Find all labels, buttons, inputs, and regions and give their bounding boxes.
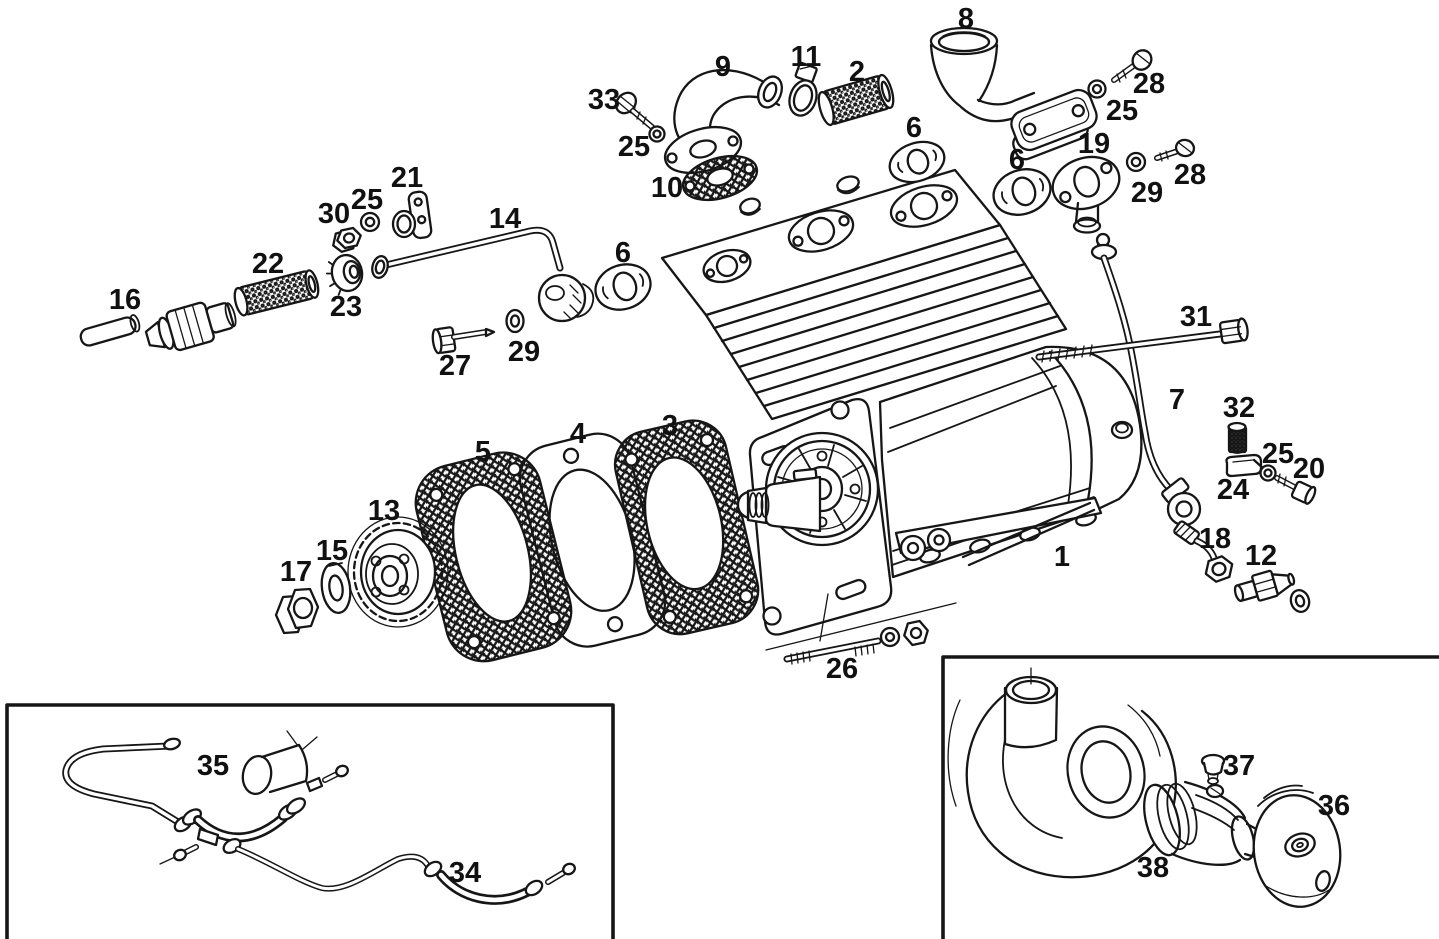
callout-6b: 6 — [906, 112, 922, 144]
callout-6a: 6 — [615, 237, 631, 269]
washer-29a — [505, 308, 525, 334]
callout-29a: 29 — [508, 336, 540, 368]
callout-25b: 25 — [351, 184, 383, 216]
gasket-6b — [888, 140, 946, 184]
callout-24: 24 — [1217, 474, 1249, 506]
hose-22 — [233, 269, 320, 317]
temperature-sensor-16 — [79, 301, 237, 352]
gasket-5 — [414, 451, 573, 663]
callout-17: 17 — [280, 556, 312, 588]
washer-25a — [648, 125, 666, 143]
bolt-27 — [431, 326, 496, 355]
washer-25d — [1259, 464, 1277, 482]
elbow-cap-36 — [1252, 784, 1342, 908]
inset-air-filter — [947, 667, 1342, 908]
pipe-assembly-35 — [62, 730, 349, 843]
callout-5: 5 — [475, 436, 491, 468]
callout-3: 3 — [662, 410, 678, 442]
callout-38: 38 — [1137, 852, 1169, 884]
callout-4: 4 — [570, 418, 586, 450]
gasket-10 — [681, 154, 759, 202]
callout-25d: 25 — [1262, 438, 1294, 470]
callout-32: 32 — [1223, 392, 1255, 424]
callout-12: 12 — [1245, 540, 1277, 572]
washer-25b — [359, 211, 381, 233]
inset-hoses — [62, 730, 576, 905]
fitting-12 — [1233, 569, 1311, 614]
bolt-28b — [1154, 138, 1196, 162]
drive-gear — [347, 516, 449, 628]
filler-elbow-8 — [929, 26, 1098, 161]
callout-27: 27 — [439, 350, 471, 382]
callout-2: 2 — [849, 56, 865, 88]
callout-19: 19 — [1078, 128, 1110, 160]
washer-29b — [1125, 151, 1147, 173]
inset-box-hoses — [5, 703, 615, 939]
callout-23: 23 — [330, 291, 362, 323]
fitting-23 — [325, 253, 364, 296]
sump-flange — [894, 496, 1103, 567]
crankshaft — [736, 467, 822, 533]
bolt-33 — [614, 91, 655, 130]
plug-37 — [1200, 753, 1226, 785]
callout-33: 33 — [588, 84, 620, 116]
pipe-assembly-34 — [159, 827, 576, 905]
cylinder-head — [660, 168, 1068, 421]
callout-34: 34 — [449, 857, 481, 889]
head-port-pad — [889, 184, 959, 228]
callout-11: 11 — [791, 41, 822, 73]
crankcase-barrel — [878, 345, 1143, 579]
callout-31: 31 — [1180, 301, 1212, 333]
gasket-6c — [992, 168, 1052, 216]
callout-21: 21 — [391, 162, 423, 194]
callout-28b: 28 — [1174, 159, 1206, 191]
stud-26-group — [765, 593, 957, 665]
outlet-flange-19 — [1051, 155, 1121, 234]
clamp-24 — [1225, 453, 1267, 478]
callout-35: 35 — [197, 750, 229, 782]
callout-10: 10 — [651, 172, 683, 204]
bolt-31 — [1035, 317, 1249, 363]
nut-30 — [332, 226, 362, 253]
callout-37: 37 — [1223, 750, 1255, 782]
callout-20: 20 — [1293, 453, 1325, 485]
callout-7: 7 — [1169, 384, 1185, 416]
callout-15: 15 — [316, 535, 348, 567]
gasket-6a — [594, 263, 652, 311]
callout-13: 13 — [368, 495, 400, 527]
callout-16: 16 — [109, 284, 141, 316]
callout-36: 36 — [1318, 790, 1350, 822]
callout-26: 26 — [826, 653, 858, 685]
head-port-pad — [787, 209, 855, 253]
head-port-pad — [702, 248, 752, 284]
inset-box-air-filter — [941, 655, 1439, 939]
callout-18: 18 — [1199, 523, 1231, 555]
hose-2 — [817, 73, 895, 127]
pipe-14 — [371, 226, 595, 323]
lock-washer — [320, 562, 352, 614]
callout-29b: 29 — [1131, 177, 1163, 209]
callout-8: 8 — [958, 3, 974, 35]
head-stud — [739, 175, 860, 216]
callout-1: 1 — [1054, 541, 1070, 573]
washer-25c — [1087, 79, 1107, 99]
callout-6c: 6 — [1009, 144, 1025, 176]
blower-volute — [947, 667, 1177, 879]
callout-9: 9 — [715, 51, 731, 83]
shaft-nut — [274, 587, 320, 635]
elbow-18 — [1173, 520, 1234, 583]
plug-32 — [1227, 421, 1248, 454]
callout-14: 14 — [489, 203, 521, 235]
callout-25c: 25 — [1106, 95, 1138, 127]
callout-30: 30 — [318, 198, 350, 230]
callout-25a: 25 — [618, 131, 650, 163]
gasket-3 — [613, 419, 760, 636]
bolt-20 — [1274, 473, 1317, 505]
callout-28a: 28 — [1133, 68, 1165, 100]
hose-clamp-11 — [788, 61, 818, 117]
clamp-21 — [391, 190, 433, 240]
bolt-28a — [1111, 49, 1153, 83]
callout-22: 22 — [252, 248, 284, 280]
